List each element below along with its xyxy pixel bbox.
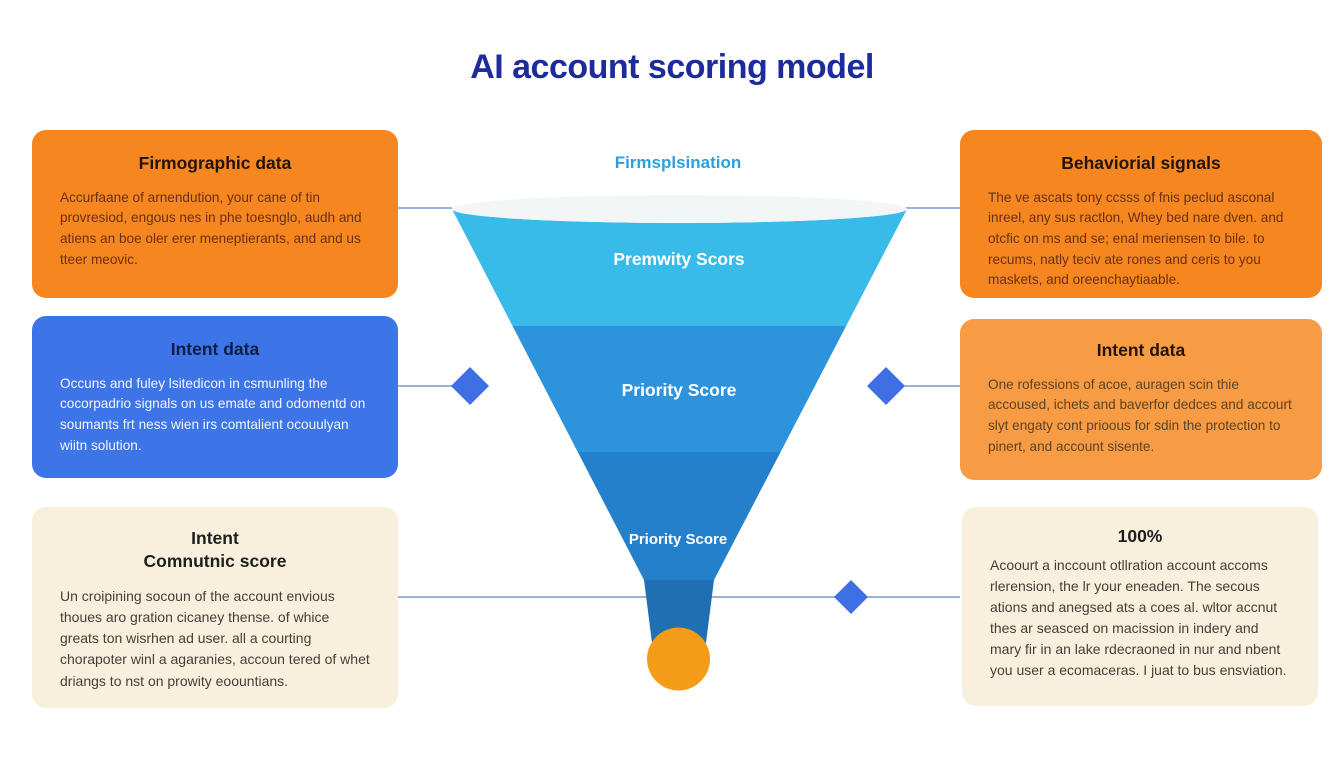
card-title: 100% <box>1117 526 1163 546</box>
card-firmographic-data: Firmographic data Accurfaane of arnendut… <box>32 130 398 298</box>
card-body: The ve ascats tony ccsss of fnis peclud … <box>988 189 1284 288</box>
card-title: Firmographic data <box>138 153 292 173</box>
card-title: Behaviorial signals <box>1061 153 1221 173</box>
card-100-percent: 100% Acoourt a inccount otllration accou… <box>962 507 1318 706</box>
card-intent-data-left: Intent data Occuns and fuley lsitedicon … <box>32 316 398 478</box>
diamond-markers <box>451 367 905 614</box>
card-body: Accurfaane of arnendution, your cane of … <box>60 189 362 267</box>
diamond-marker-bottom-right <box>834 580 868 614</box>
funnel-rim-top <box>452 195 907 223</box>
card-title: Intent data <box>170 339 260 359</box>
funnel-tip-circle <box>647 627 710 691</box>
diamond-marker-mid-right <box>867 367 905 405</box>
funnel-subtitle: Firmsplsination <box>614 153 742 172</box>
card-body: Occuns and fuley lsitedicon in csmunling… <box>60 375 366 453</box>
funnel-label-3: Priority Score <box>629 531 727 548</box>
funnel-band-3 <box>452 452 907 580</box>
funnel-label-1: Premwity Scors <box>613 249 745 269</box>
page-title: AI account scoring model <box>470 48 874 86</box>
card-body: Acoourt a inccount otllration account ac… <box>990 556 1287 678</box>
card-behavioral-signals: Behaviorial signals The ve ascats tony c… <box>960 130 1322 298</box>
scoring-funnel: Premwity Scors Priority Score Priority S… <box>452 195 907 691</box>
funnel-label-2: Priority Score <box>622 380 737 400</box>
card-intent-comnutnic-score: Intent Comnutnic score Un croipining soc… <box>32 507 398 708</box>
card-title: Intent data <box>1096 340 1186 360</box>
funnel-band-1 <box>452 209 907 326</box>
diamond-marker-mid-left <box>451 367 489 405</box>
card-body: One rofessions of acoe, auragen scin thi… <box>988 376 1292 454</box>
card-title: Intent Comnutnic score <box>143 528 287 571</box>
card-body: Un croipining socoun of the account envi… <box>60 587 370 689</box>
card-intent-data-right: Intent data One rofessions of acoe, aura… <box>960 319 1322 480</box>
